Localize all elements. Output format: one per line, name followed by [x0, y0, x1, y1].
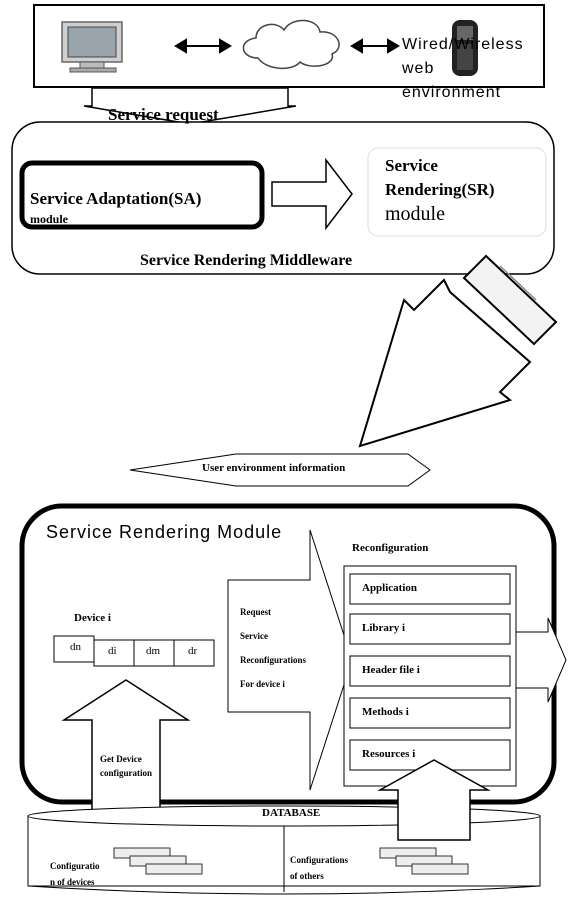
request-line3: Reconfigurations [240, 655, 306, 665]
sa-box [19, 160, 265, 230]
sr-label-line1: Service [385, 156, 438, 175]
cell-di: di [108, 645, 117, 657]
request-chevron [227, 529, 353, 791]
device-label: Device i [74, 612, 111, 624]
request-line2: Service [240, 631, 268, 641]
cloud-icon [242, 19, 340, 70]
cell-dm: dm [146, 645, 161, 657]
sa-label: Service Adaptation(SA) module [30, 186, 201, 226]
sr-label: Service Rendering(SR) module [385, 154, 495, 226]
environment-label: Wired/Wireless web environment [402, 33, 524, 105]
user-env-label: User environment information [202, 462, 346, 474]
request-line4: For device i [240, 679, 285, 689]
request-line1: Request [240, 607, 271, 617]
db-right-label: Configurations of others [290, 852, 348, 884]
reconfig-item-methods: Methods i [362, 706, 409, 718]
environment-label-line1: Wired/Wireless [402, 36, 524, 53]
db-right-line1: Configurations [290, 855, 349, 865]
srm-title: Service Rendering Module [46, 522, 283, 542]
reconfig-item-header: Header file i [362, 664, 420, 676]
request-text: Request Service Reconfigurations For dev… [240, 600, 306, 696]
get-device-line1: Get Device [100, 754, 142, 764]
user-env-chevron [129, 453, 431, 487]
db-right-line2: of others [290, 871, 324, 881]
environment-label-line2: web [402, 60, 435, 77]
db-left-line1: Configuratio [50, 861, 100, 871]
db-left-label: Configuratio n of devices [50, 858, 100, 890]
double-arrow-icon-1 [174, 38, 232, 54]
db-to-reconfig-arrow [377, 759, 491, 841]
reconfig-item-library: Library i [362, 622, 406, 634]
output-arrow [515, 617, 567, 703]
get-device-line2: configuration [100, 768, 153, 778]
diagonal-down-arrow [358, 254, 558, 448]
middleware-caption: Service Rendering Middleware [140, 252, 353, 269]
phone-icon [452, 20, 478, 76]
db-left-line2: n of devices [50, 877, 95, 887]
sr-box [367, 147, 547, 237]
sr-label-line2: Rendering(SR) [385, 180, 495, 199]
environment-label-line3: environment [402, 84, 502, 101]
service-request-arrow [83, 87, 297, 125]
sa-to-sr-arrow [271, 157, 353, 231]
sa-label-line1: Service Adaptation(SA) [30, 189, 202, 208]
get-device-text: Get Device configuration [100, 752, 152, 780]
reconfig-title: Reconfiguration [352, 542, 429, 554]
service-request-label: Service request [108, 105, 219, 124]
sa-label-line2: module [30, 212, 69, 226]
double-arrow-icon-2 [350, 38, 400, 54]
device-table [53, 635, 215, 667]
reconfig-item-resources: Resources i [362, 748, 416, 760]
cell-dr: dr [188, 645, 198, 657]
reconfig-item-application: Application [362, 582, 418, 594]
monitor-icon [61, 21, 123, 73]
cell-dn: dn [70, 641, 81, 653]
sr-label-line3: module [385, 203, 445, 225]
database-title: DATABASE [262, 807, 321, 819]
